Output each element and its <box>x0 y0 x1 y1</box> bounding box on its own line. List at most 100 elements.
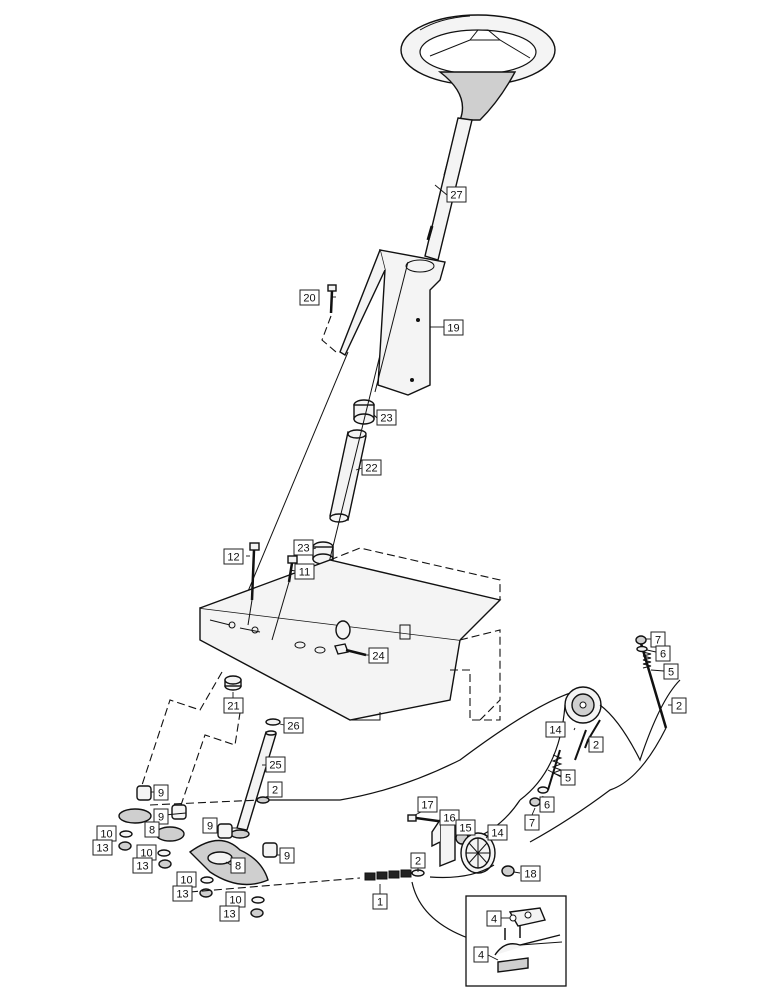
label-13-d: 13 <box>219 905 240 922</box>
label-9-a: 9 <box>153 784 169 801</box>
svg-text:2: 2 <box>415 856 421 868</box>
label-8-left: 8 <box>144 821 160 838</box>
label-14-upper: 14 <box>545 721 566 738</box>
label-8-right: 8 <box>230 857 246 874</box>
svg-text:7: 7 <box>529 818 535 830</box>
svg-text:10: 10 <box>229 895 241 907</box>
spacer-4 <box>262 842 278 858</box>
spacer-2 <box>171 804 187 820</box>
frame <box>199 547 502 721</box>
label-26: 26 <box>283 717 304 734</box>
screw-upper <box>321 284 337 353</box>
label-23-upper: 23 <box>376 409 397 426</box>
svg-text:10: 10 <box>100 829 112 841</box>
label-7-lower: 7 <box>524 814 540 831</box>
label-12: 12 <box>223 548 244 565</box>
sprocket-right <box>188 839 269 886</box>
svg-text:23: 23 <box>380 413 392 425</box>
label-5-upper: 5 <box>663 663 679 680</box>
svg-text:26: 26 <box>287 721 299 733</box>
label-2-left: 2 <box>267 781 283 798</box>
svg-text:7: 7 <box>655 635 661 647</box>
sprocket-left <box>118 808 185 842</box>
svg-text:12: 12 <box>227 552 239 564</box>
label-19: 19 <box>443 319 464 336</box>
label-9-d: 9 <box>279 847 295 864</box>
label-9-b: 9 <box>153 808 169 825</box>
label-9-c: 9 <box>202 817 218 834</box>
svg-text:8: 8 <box>235 861 241 873</box>
svg-text:18: 18 <box>524 869 536 881</box>
svg-text:11: 11 <box>299 567 310 579</box>
label-17: 17 <box>417 796 438 813</box>
label-2-chain: 2 <box>410 852 426 869</box>
svg-text:9: 9 <box>284 851 290 863</box>
label-11: 11 <box>294 563 315 580</box>
svg-text:6: 6 <box>660 649 666 661</box>
svg-text:13: 13 <box>176 889 188 901</box>
svg-text:1: 1 <box>377 897 383 909</box>
bolt-pivot <box>334 643 367 657</box>
label-13-a: 13 <box>92 839 113 856</box>
steering-wheel <box>400 14 556 121</box>
svg-text:5: 5 <box>565 773 571 785</box>
svg-text:17: 17 <box>421 800 433 812</box>
label-6-upper: 6 <box>655 645 671 662</box>
label-6-lower: 6 <box>539 796 555 813</box>
svg-text:9: 9 <box>158 812 164 824</box>
label-27: 27 <box>446 186 467 203</box>
washer-shaft <box>265 718 281 726</box>
label-22: 22 <box>361 459 382 476</box>
label-14-lower: 14 <box>487 824 508 841</box>
svg-text:8: 8 <box>149 825 155 837</box>
svg-text:14: 14 <box>549 725 561 737</box>
svg-text:9: 9 <box>158 788 164 800</box>
label-20: 20 <box>299 289 320 306</box>
svg-text:5: 5 <box>668 667 674 679</box>
svg-text:10: 10 <box>140 848 152 860</box>
detail-leader <box>411 881 469 939</box>
svg-text:2: 2 <box>593 740 599 752</box>
svg-text:14: 14 <box>491 828 503 840</box>
link-detail-box <box>465 895 567 987</box>
label-7-upper: 7 <box>650 631 666 648</box>
label-1: 1 <box>372 893 388 910</box>
label-23-lower: 23 <box>293 539 314 556</box>
bolt-a <box>247 542 260 626</box>
pulley-lower <box>460 832 496 874</box>
svg-text:10: 10 <box>180 875 192 887</box>
svg-text:16: 16 <box>443 813 455 825</box>
cable-adjuster-upper <box>584 639 668 749</box>
label-2-upper-right: 2 <box>671 697 687 714</box>
label-15: 15 <box>455 819 476 836</box>
label-13-b: 13 <box>132 857 153 874</box>
label-24: 24 <box>368 647 389 664</box>
svg-text:4: 4 <box>491 914 497 926</box>
spring-upper <box>642 651 652 669</box>
spacer-1 <box>136 785 152 801</box>
svg-text:2: 2 <box>272 785 278 797</box>
washer-lower <box>537 786 549 794</box>
tube <box>329 429 367 523</box>
label-4-lower: 4 <box>473 946 489 963</box>
svg-text:4: 4 <box>478 950 484 962</box>
svg-text:9: 9 <box>207 821 213 833</box>
nut-idler <box>501 865 515 877</box>
svg-text:13: 13 <box>136 861 148 873</box>
nut-upper <box>635 635 647 645</box>
nut-lower <box>529 797 541 807</box>
bushing-frame <box>224 675 242 691</box>
label-4-upper: 4 <box>486 910 502 927</box>
support-bracket <box>339 249 446 396</box>
svg-text:27: 27 <box>450 190 462 202</box>
bolt-b <box>271 555 298 641</box>
pulley-upper <box>564 686 602 724</box>
bushing-upper <box>353 399 375 425</box>
label-10-b: 10 <box>136 844 157 861</box>
svg-text:21: 21 <box>227 701 239 713</box>
svg-text:22: 22 <box>365 463 377 475</box>
label-2-upper-mid: 2 <box>588 736 604 753</box>
svg-text:24: 24 <box>372 651 384 663</box>
svg-text:25: 25 <box>269 760 281 772</box>
